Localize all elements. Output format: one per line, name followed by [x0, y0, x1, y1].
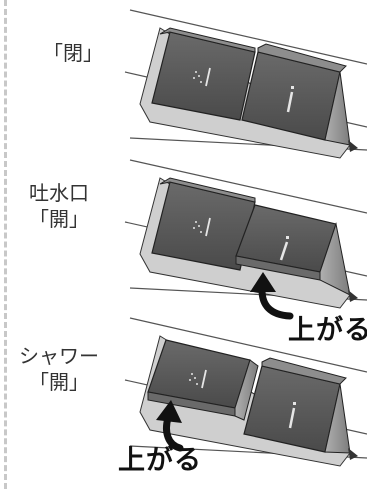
- state-label-line: 「閉」: [43, 41, 103, 65]
- state-label-line: 吐水口: [29, 181, 89, 205]
- spout-icon: [286, 86, 294, 113]
- lift-label-shower: 上がる: [118, 445, 202, 476]
- state-label-line: シャワー: [19, 344, 99, 368]
- state-label-shower-open: シャワー 「開」: [4, 343, 114, 395]
- state-label-spout-open: 吐水口 「開」: [14, 180, 104, 232]
- state-label-line: 「開」: [29, 370, 89, 394]
- panel-closed: [124, 9, 367, 159]
- shower-icon: [193, 217, 211, 237]
- lift-label-spout: 上がる: [288, 315, 367, 346]
- state-label-line: 「開」: [29, 207, 89, 231]
- shower-icon: [193, 67, 211, 87]
- up-arrow-icon: [250, 272, 294, 320]
- panel-shower-open: [124, 317, 367, 467]
- panel-spout-open: [124, 159, 367, 309]
- shower-icon: [189, 369, 207, 389]
- spout-icon: [279, 236, 289, 261]
- dashed-border: [4, 0, 7, 489]
- spout-icon: [288, 402, 296, 429]
- up-arrow-icon: [156, 400, 184, 452]
- state-label-closed: 「閉」: [28, 40, 118, 66]
